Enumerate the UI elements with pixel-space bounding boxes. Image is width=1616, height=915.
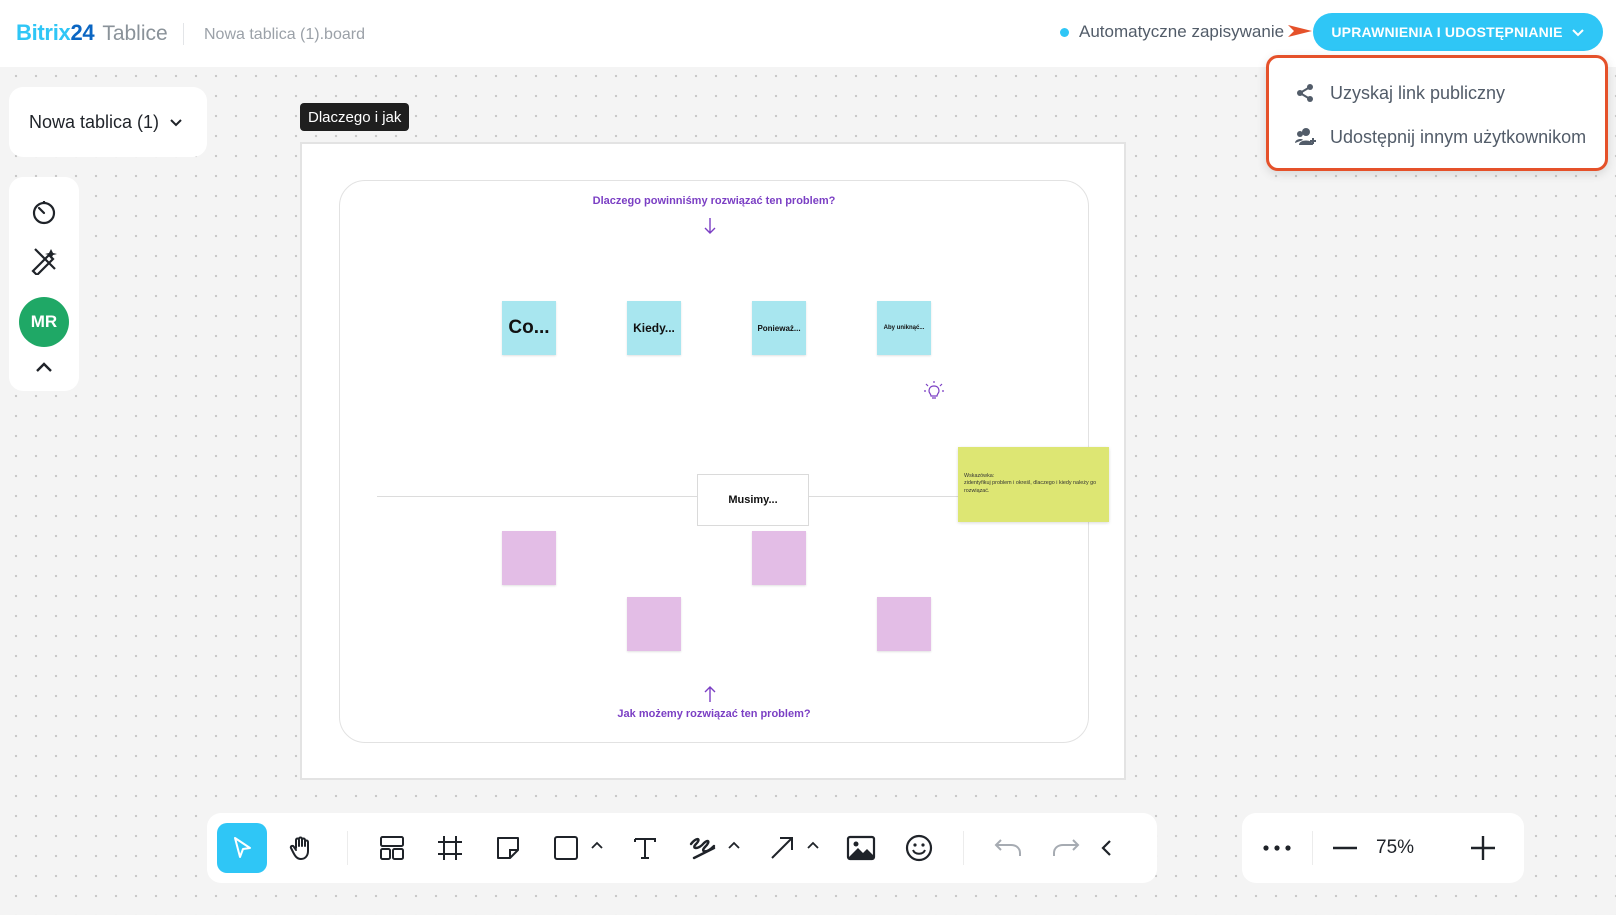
center-text-box[interactable]: Musimy... <box>697 474 809 526</box>
autosave-status: Automatyczne zapisywanie <box>1060 22 1284 42</box>
left-tool-panel: MR <box>9 177 79 391</box>
undo-icon[interactable] <box>983 823 1033 873</box>
logo-24: 24 <box>70 20 95 45</box>
frame-title[interactable]: Dlaczego i jak <box>300 103 410 131</box>
templates-icon[interactable] <box>367 823 417 873</box>
add-users-icon <box>1294 126 1316 148</box>
magic-pen-icon[interactable] <box>29 245 59 275</box>
bottom-toolbar <box>207 813 1157 883</box>
menu-item-label: Uzyskaj link publiczny <box>1330 82 1506 103</box>
text-icon[interactable] <box>620 823 670 873</box>
share-icon <box>1294 82 1316 104</box>
board-selector[interactable]: Nowa tablica (1) <box>9 87 207 157</box>
image-icon[interactable] <box>836 823 886 873</box>
zoom-out-icon[interactable] <box>1320 823 1370 873</box>
select-tool-icon[interactable] <box>217 823 267 873</box>
chevron-down-icon <box>170 119 182 127</box>
sticky-note[interactable] <box>877 597 931 651</box>
question-top: Dlaczego powinniśmy rozwiązać ten proble… <box>592 195 836 207</box>
hand-tool-icon[interactable] <box>277 823 327 873</box>
menu-item-public-link[interactable]: Uzyskaj link publiczny <box>1294 82 1505 104</box>
chevron-up-icon[interactable] <box>589 837 605 853</box>
sticky-note[interactable] <box>627 597 681 651</box>
share-dropdown-menu: Uzyskaj link publiczny Udostępnij innym … <box>1266 55 1608 171</box>
share-button-label: UPRAWNIENIA I UDOSTĘPNIANIE <box>1331 24 1563 40</box>
sticky-note[interactable] <box>752 531 806 585</box>
timer-icon[interactable] <box>29 197 59 227</box>
board-name: Nowa tablica (1) <box>29 111 160 132</box>
hint-text: zidentyfikuj problem i określ, dlaczego … <box>964 480 1097 494</box>
sticky-note[interactable]: Ponieważ... <box>752 301 806 355</box>
board-frame[interactable]: Dlaczego powinniśmy rozwiązać ten proble… <box>300 142 1126 780</box>
arrow-pointer-icon <box>1288 25 1312 37</box>
sticky-note[interactable] <box>502 531 556 585</box>
more-options-icon[interactable] <box>1252 823 1302 873</box>
zoom-in-icon[interactable] <box>1458 823 1508 873</box>
chevron-up-icon[interactable] <box>805 837 821 853</box>
autosave-label: Automatyczne zapisywanie <box>1079 22 1285 41</box>
toolbar-divider <box>347 831 348 865</box>
chevron-up-icon[interactable] <box>29 353 59 383</box>
sticky-note[interactable]: Aby uniknąć... <box>877 301 931 355</box>
frame-icon[interactable] <box>425 823 475 873</box>
autosave-dot-icon <box>1060 27 1069 37</box>
permissions-share-button[interactable]: UPRAWNIENIA I UDOSTĘPNIANIE <box>1313 13 1603 51</box>
logo-bitrix: Bitrix <box>16 20 71 45</box>
redo-icon[interactable] <box>1041 823 1091 873</box>
chevron-up-icon[interactable] <box>726 837 742 853</box>
menu-item-label: Udostępnij innym użytkownikom <box>1330 126 1587 147</box>
toolbar-divider <box>1312 831 1313 865</box>
lightbulb-icon <box>924 381 944 399</box>
menu-item-share-users[interactable]: Udostępnij innym użytkownikom <box>1294 126 1586 148</box>
zoom-level: 75% <box>1376 837 1415 858</box>
shape-icon[interactable] <box>541 823 591 873</box>
collapse-icon[interactable] <box>1092 823 1122 873</box>
hint-title: Wskazówka: <box>964 473 995 479</box>
sticky-note[interactable]: Co... <box>502 301 556 355</box>
toolbar-divider <box>963 831 964 865</box>
sticky-note-icon[interactable] <box>483 823 533 873</box>
zoom-panel: 75% <box>1242 813 1524 883</box>
chevron-down-icon <box>1571 29 1584 37</box>
hint-sticky-note[interactable]: Wskazówka: zidentyfikuj problem i określ… <box>958 447 1109 522</box>
question-bottom: Jak możemy rozwiązać ten problem? <box>617 708 811 720</box>
header-divider <box>183 23 184 45</box>
product-name: Tablice <box>102 22 168 45</box>
arrow-down-icon <box>704 218 716 234</box>
emoji-icon[interactable] <box>894 823 944 873</box>
file-name: Nowa tablica (1).board <box>204 26 365 43</box>
arrow-icon[interactable] <box>757 823 807 873</box>
arrow-up-icon <box>704 686 716 702</box>
avatar[interactable]: MR <box>19 297 69 347</box>
template-area: Dlaczego powinniśmy rozwiązać ten proble… <box>339 180 1109 743</box>
sticky-note[interactable]: Kiedy... <box>627 301 681 355</box>
pen-icon[interactable] <box>678 823 728 873</box>
